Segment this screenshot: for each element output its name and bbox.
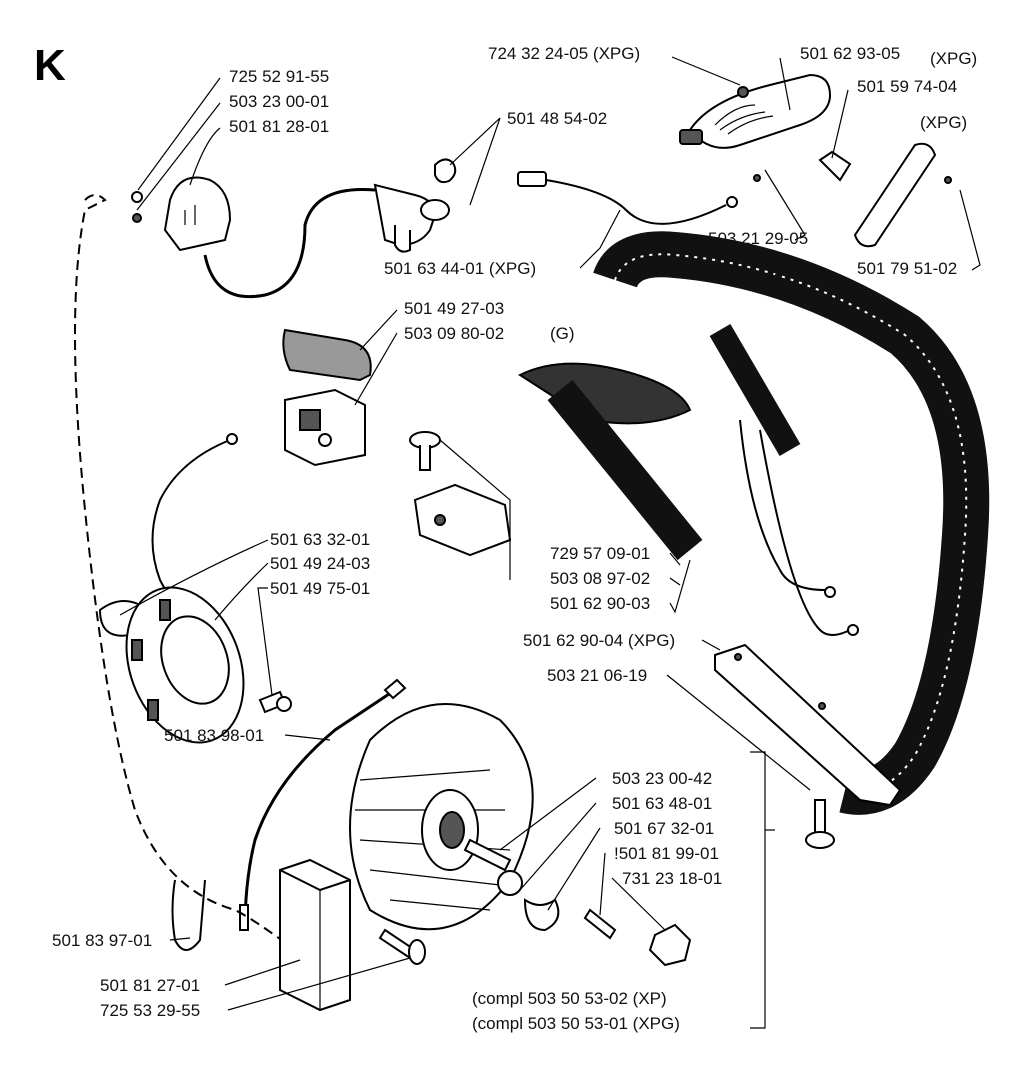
label-501-49-27-03: 501 49 27-03 (404, 299, 504, 318)
label-501-62-90-04: 501 62 90-04 (XPG) (523, 631, 675, 650)
label-501-63-44-01: 501 63 44-01 (XPG) (384, 259, 536, 278)
label-501-49-24-03: 501 49 24-03 (270, 554, 370, 573)
label-503-08-97-02: 503 08 97-02 (550, 569, 650, 588)
flywheel-drawing (349, 703, 692, 967)
stop-switch-wire-drawing (517, 171, 738, 225)
label-501-81-27-01: 501 81 27-01 (100, 976, 200, 995)
label-501-83-98-01: 501 83 98-01 (164, 726, 264, 745)
front-handle-drawing (517, 231, 990, 815)
part-labels: 725 52 91-55 503 23 00-01 501 81 28-01 5… (52, 44, 977, 1033)
label-compl-503-50-53-01: (compl 503 50 53-01 (XPG) (472, 1014, 680, 1033)
ht-lead-drawing (239, 678, 407, 931)
spark-screen-drawing (282, 328, 372, 382)
screw-drawing (805, 799, 835, 849)
label-501-62-93-05-suffix: (XPG) (930, 49, 977, 68)
label-501-63-48-01: 501 63 48-01 (612, 794, 712, 813)
label-501-59-74-04: 501 59 74-04 (857, 77, 957, 96)
label-501-59-74-04-suffix: (XPG) (920, 113, 967, 132)
spark-plug-cap-drawing (373, 158, 457, 253)
label-501-48-54-02: 501 48 54-02 (507, 109, 607, 128)
label-501-62-93-05: 501 62 93-05 (800, 44, 900, 63)
switch-block-drawing (284, 388, 366, 467)
ignition-lead-drawing (203, 187, 376, 299)
label-501-81-99-01: !501 81 99-01 (614, 844, 719, 863)
label-501-81-28-01: 501 81 28-01 (229, 117, 329, 136)
ignition-module-drawing (279, 858, 426, 1012)
label-503-23-00-42: 503 23 00-42 (612, 769, 712, 788)
label-501-67-32-01: 501 67 32-01 (614, 819, 714, 838)
throttle-trigger-drawing (679, 73, 952, 248)
label-503-21-29-05-suffix: (XPG) (768, 261, 815, 280)
parts-illustrations (74, 73, 990, 1012)
label-501-79-51-02: 501 79 51-02 (857, 259, 957, 278)
label-compl-503-50-53-02: (compl 503 50 53-02 (XP) (472, 989, 667, 1008)
mounting-plate-drawing (714, 643, 902, 807)
label-731-23-18-01: 731 23 18-01 (622, 869, 722, 888)
label-725-52-91-55: 725 52 91-55 (229, 67, 329, 86)
ignition-coil-drawing (131, 176, 232, 252)
label-725-53-29-55: 725 53 29-55 (100, 1001, 200, 1020)
label-503-21-29-05: 503 21 29-05 (708, 229, 808, 248)
label-729-57-09-01: 729 57 09-01 (550, 544, 650, 563)
label-503-09-80-02: 503 09 80-02 (404, 324, 504, 343)
label-501-49-75-01: 501 49 75-01 (270, 579, 370, 598)
label-503-09-80-02-suffix: (G) (550, 324, 575, 343)
label-501-63-32-01: 501 63 32-01 (270, 530, 370, 549)
bracket-drawing (409, 431, 512, 580)
label-503-21-06-19: 503 21 06-19 (547, 666, 647, 685)
section-letter: K (34, 41, 66, 90)
label-503-23-00-01: 503 23 00-01 (229, 92, 329, 111)
dashed-cable-drawing (74, 194, 296, 951)
label-724-32-24-05: 724 32 24-05 (XPG) (488, 44, 640, 63)
label-501-62-90-03: 501 62 90-03 (550, 594, 650, 613)
rotor-drawing (98, 586, 292, 744)
leader-lines (119, 56, 981, 1029)
label-501-83-97-01: 501 83 97-01 (52, 931, 152, 950)
